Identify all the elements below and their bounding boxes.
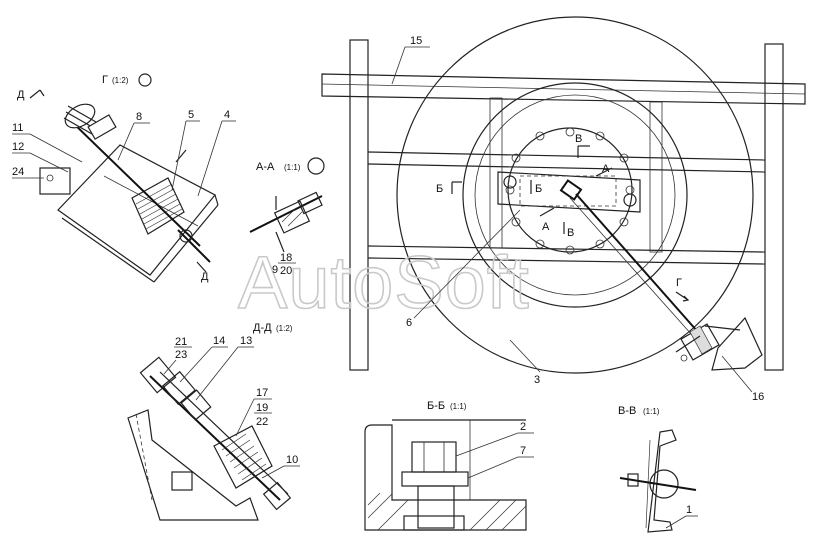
view-aa-scale: (1:1) bbox=[284, 163, 301, 172]
section-mark-d-top: Д bbox=[17, 89, 25, 101]
winch-pin bbox=[179, 229, 193, 243]
section-mark-a-bottom: А bbox=[542, 221, 550, 233]
callout-17: 17 bbox=[256, 387, 268, 399]
right-frame-post bbox=[764, 43, 784, 371]
left-frame-post bbox=[349, 39, 369, 371]
section-mark-v-bottom: В bbox=[567, 227, 574, 239]
upper-rail-edge bbox=[367, 163, 766, 173]
callout-5: 5 bbox=[188, 109, 194, 121]
callout-14: 14 bbox=[213, 335, 225, 347]
view-bb-scale: (1:1) bbox=[450, 402, 467, 411]
clamp-plate bbox=[497, 171, 641, 213]
view-aa-circle bbox=[307, 157, 325, 175]
callout-8: 8 bbox=[136, 111, 142, 123]
callout-4: 4 bbox=[224, 109, 230, 121]
callout-16: 16 bbox=[752, 391, 764, 403]
winch-shaft bbox=[69, 119, 201, 247]
bb-bolt-head bbox=[411, 441, 457, 473]
cross-beam bbox=[321, 73, 806, 105]
view-dd-label: Д-Д bbox=[253, 322, 272, 334]
watermark: AutoSoft bbox=[238, 241, 530, 324]
view-g-circle bbox=[138, 73, 152, 87]
bb-section bbox=[364, 419, 527, 531]
threaded-end bbox=[63, 103, 117, 140]
section-mark-b-left: Б bbox=[436, 183, 443, 195]
callout-15: 15 bbox=[410, 35, 422, 47]
clamp-bolt-right bbox=[623, 193, 637, 207]
callout-12: 12 bbox=[12, 141, 24, 153]
callout-20: 20 bbox=[280, 265, 292, 277]
clamp-bolt-left bbox=[503, 175, 517, 189]
winch-detail-view: Д Д bbox=[17, 89, 219, 283]
callout-9: 9 bbox=[272, 264, 278, 276]
callout-22: 22 bbox=[256, 416, 268, 428]
callout-23: 23 bbox=[175, 349, 187, 361]
callouts: 15 6 3 16 8 5 4 11 12 24 18 20 9 bbox=[12, 35, 764, 529]
winch-end-cap bbox=[39, 167, 71, 195]
tie-rod bbox=[575, 193, 706, 341]
section-mark-b-inner: Б bbox=[535, 183, 542, 195]
callout-11: 11 bbox=[12, 122, 23, 134]
aa-detail bbox=[249, 191, 323, 253]
callout-1: 1 bbox=[686, 504, 692, 516]
main-view-section-marks: В А Б Б А В Г bbox=[436, 133, 690, 302]
view-aa-label: А-А bbox=[256, 161, 275, 173]
spare-wheel-tire bbox=[396, 16, 754, 374]
view-mark-g: Г bbox=[676, 277, 682, 289]
dd-section bbox=[127, 356, 292, 521]
winch-housing bbox=[57, 144, 216, 276]
view-vv-label: В-В bbox=[618, 405, 636, 417]
view-bb-label: Б-Б bbox=[427, 400, 445, 412]
winch-assembly bbox=[675, 316, 763, 371]
wheel-rim bbox=[462, 82, 688, 308]
callout-10: 10 bbox=[286, 454, 298, 466]
cross-beam-edge bbox=[321, 83, 806, 95]
lower-rail-edge bbox=[367, 257, 766, 265]
callout-21: 21 bbox=[175, 336, 187, 348]
callout-7: 7 bbox=[520, 445, 526, 457]
callout-13: 13 bbox=[240, 335, 252, 347]
callout-24: 24 bbox=[12, 166, 24, 178]
right-brace bbox=[649, 101, 663, 253]
view-g-label: Г bbox=[102, 74, 108, 86]
bb-washer bbox=[401, 471, 469, 487]
main-view bbox=[321, 16, 806, 374]
section-mark-a-top: А bbox=[602, 163, 610, 175]
callout-2: 2 bbox=[520, 421, 526, 433]
section-mark-d-bottom: Д bbox=[201, 271, 209, 283]
wheel-rim-inner bbox=[474, 94, 676, 296]
tie-rod-edge bbox=[569, 197, 701, 345]
view-dd-scale: (1:2) bbox=[276, 324, 293, 333]
callout-19: 19 bbox=[256, 402, 268, 414]
lower-rail bbox=[367, 245, 766, 253]
upper-rail bbox=[367, 151, 766, 161]
callout-18: 18 bbox=[280, 252, 292, 264]
view-g-scale: (1:2) bbox=[112, 76, 129, 85]
callout-6: 6 bbox=[406, 317, 412, 329]
left-brace bbox=[489, 97, 503, 249]
vv-section bbox=[619, 429, 697, 533]
view-vv-scale: (1:1) bbox=[643, 407, 660, 416]
section-mark-v-top: В bbox=[575, 133, 582, 145]
callout-3: 3 bbox=[534, 374, 540, 386]
bb-bolt-shank bbox=[417, 485, 455, 529]
